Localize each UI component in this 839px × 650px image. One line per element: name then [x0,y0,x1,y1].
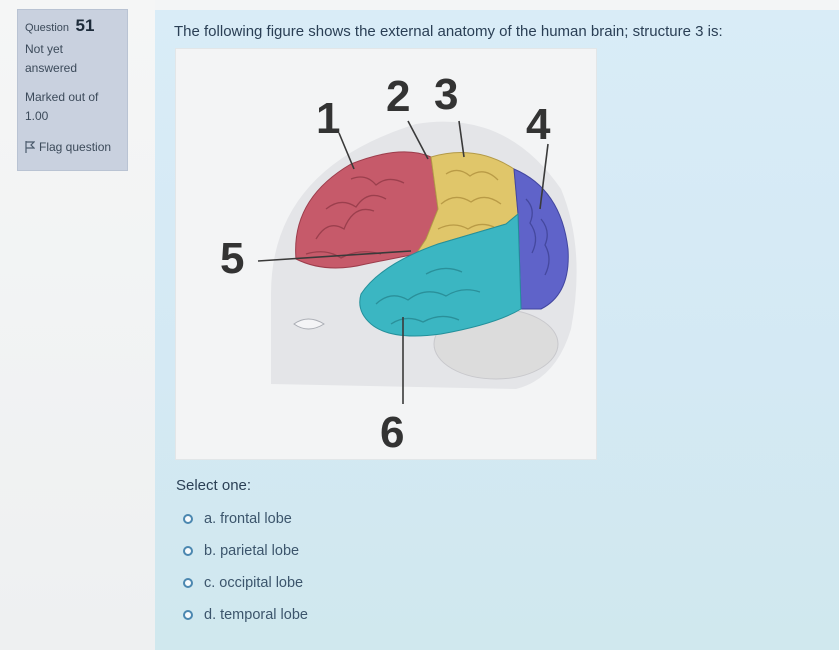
option-text: temporal lobe [220,607,308,623]
question-text: The following figure shows the external … [174,23,723,40]
label-5: 5 [220,234,244,283]
temporal-lobe [359,212,522,337]
flag-icon [25,141,35,153]
option-letter: d. [204,607,217,623]
flag-question-label: Flag question [39,140,112,154]
question-number: 51 [75,16,95,35]
question-marks: Marked out of 1.00 [25,90,99,123]
brain-figure: 1 2 3 4 5 6 [175,48,597,460]
label-3: 3 [434,70,458,119]
question-info-panel: Question 51 Not yet answered Marked out … [17,9,128,171]
brain-diagram: 1 2 3 4 5 6 [220,70,577,457]
question-nav-column: Question 51 Not yet answered Marked out … [0,0,155,650]
option-b[interactable]: b. parietal lobe [183,535,308,567]
radio-icon[interactable] [183,514,193,524]
label-6: 6 [380,408,404,457]
label-1: 1 [316,94,340,143]
option-letter: c. [204,575,216,591]
question-heading: Question 51 [25,16,127,36]
option-text: occipital lobe [219,575,304,591]
label-2: 2 [386,72,410,121]
option-letter: b. [204,543,217,559]
option-d[interactable]: d. temporal lobe [183,599,308,631]
question-content: The following figure shows the external … [155,10,839,650]
eye-outline [293,318,325,330]
question-label: Question [25,22,70,34]
select-one-label: Select one: [176,477,252,494]
answer-options: a. frontal lobe b. parietal lobe c. occi… [183,503,308,631]
question-status: Not yet answered [25,42,78,75]
radio-icon[interactable] [183,546,193,556]
option-letter: a. [204,511,217,527]
option-a[interactable]: a. frontal lobe [183,503,308,535]
radio-icon[interactable] [183,610,193,620]
option-text: parietal lobe [220,543,300,559]
label-4: 4 [526,100,551,149]
option-text: frontal lobe [220,511,292,527]
flag-question-button[interactable]: Flag question [25,140,127,154]
option-c[interactable]: c. occipital lobe [183,567,308,599]
radio-icon[interactable] [183,578,193,588]
occipital-lobe [513,168,569,310]
